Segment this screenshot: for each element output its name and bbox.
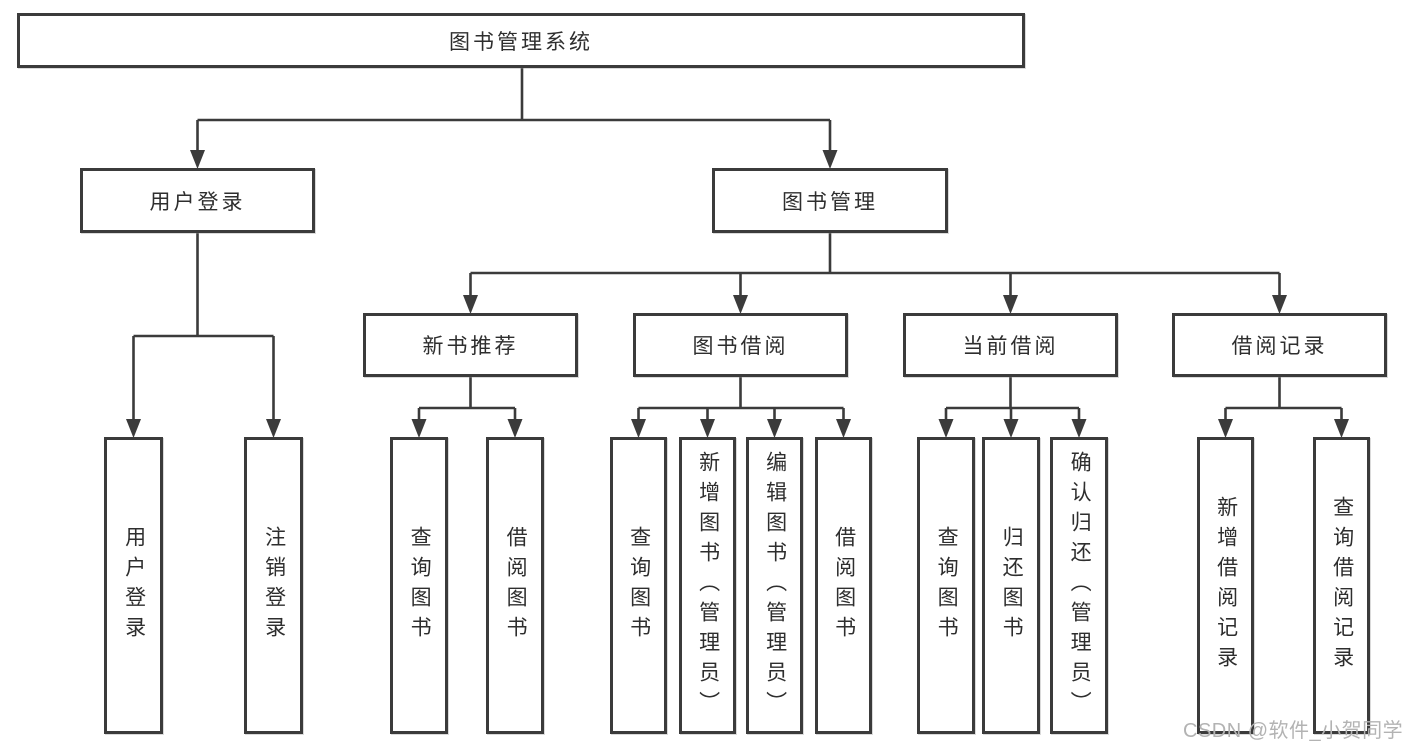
node-borrow-records: 借阅记录 (1172, 313, 1387, 377)
leaf-br-query-record: 查询借阅记录 (1313, 437, 1370, 734)
leaf-rec-query-books-label: 查询图书 (408, 525, 432, 646)
leaf-bb-borrow-books-label: 借阅图书 (832, 525, 856, 646)
node-user-login-group: 用户登录 (80, 168, 315, 233)
edge-current-borrow-to-children (938, 377, 1087, 438)
edge-book-mgmt-to-modules (463, 233, 1287, 314)
leaf-bb-edit-books-admin: 编辑图书（管理员） (746, 437, 803, 734)
leaf-bb-query-books-label: 查询图书 (627, 525, 651, 646)
node-root-label: 图书管理系统 (449, 30, 593, 54)
edge-book-borrow-to-children (631, 377, 851, 438)
leaf-bb-query-books: 查询图书 (610, 437, 667, 734)
node-book-mgmt: 图书管理 (712, 168, 948, 233)
leaf-br-add-record-label: 新增借阅记录 (1214, 495, 1238, 676)
leaf-cb-return-books: 归还图书 (982, 437, 1040, 734)
leaf-bb-borrow-books: 借阅图书 (815, 437, 872, 734)
node-borrow-records-label: 借阅记录 (1231, 335, 1328, 358)
leaf-user-login-label: 用户登录 (122, 525, 146, 646)
node-book-borrow: 图书借阅 (633, 313, 848, 377)
leaf-br-add-record: 新增借阅记录 (1197, 437, 1254, 734)
leaf-br-query-record-label: 查询借阅记录 (1330, 495, 1354, 676)
leaf-logout: 注销登录 (244, 437, 303, 734)
leaf-user-login: 用户登录 (104, 437, 163, 734)
leaf-cb-query-books: 查询图书 (917, 437, 975, 734)
leaf-bb-add-books-admin-label: 新增图书（管理员） (696, 450, 720, 721)
leaf-cb-return-books-label: 归还图书 (1000, 525, 1024, 646)
leaf-cb-confirm-return-admin-label: 确认归还（管理员） (1068, 450, 1092, 721)
node-current-borrow-label: 当前借阅 (962, 335, 1059, 358)
node-user-login-group-label: 用户登录 (149, 190, 246, 214)
leaf-rec-borrow-books-label: 借阅图书 (504, 525, 528, 646)
edge-user-login-to-children (126, 233, 281, 438)
edge-root-to-level2 (190, 68, 838, 169)
leaf-logout-label: 注销登录 (262, 525, 286, 646)
leaf-cb-confirm-return-admin: 确认归还（管理员） (1050, 437, 1108, 734)
node-book-mgmt-label: 图书管理 (782, 190, 878, 214)
node-new-book-rec: 新书推荐 (363, 313, 578, 377)
leaf-rec-query-books: 查询图书 (390, 437, 448, 734)
csdn-watermark: CSDN @软件_小贺同学 (1183, 720, 1404, 742)
node-new-book-rec-label: 新书推荐 (422, 335, 519, 358)
node-current-borrow: 当前借阅 (903, 313, 1118, 377)
leaf-cb-query-books-label: 查询图书 (935, 525, 959, 646)
leaf-rec-borrow-books: 借阅图书 (486, 437, 544, 734)
leaf-bb-edit-books-admin-label: 编辑图书（管理员） (763, 450, 787, 721)
node-book-borrow-label: 图书借阅 (692, 335, 789, 358)
leaf-bb-add-books-admin: 新增图书（管理员） (679, 437, 736, 734)
node-root: 图书管理系统 (17, 13, 1025, 68)
edge-new-book-rec-to-children (411, 377, 523, 438)
edge-borrow-records-to-children (1218, 377, 1349, 438)
